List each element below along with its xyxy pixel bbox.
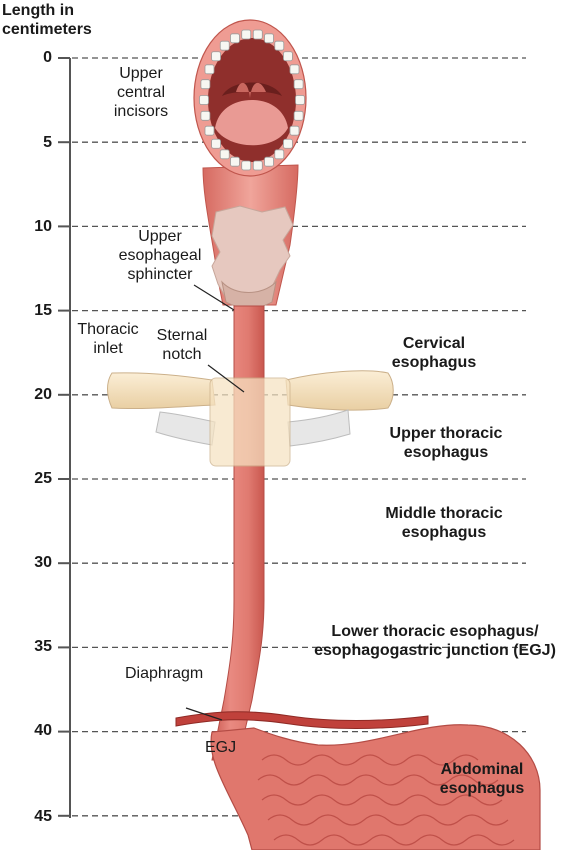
- tick-label: 45: [34, 808, 52, 825]
- segment-middle-thoracic-esophagus: Middle thoracic esophagus: [370, 504, 518, 542]
- sternum-manubrium: [209, 377, 291, 467]
- axis-title-line2: centimeters: [2, 21, 92, 38]
- tooth: [289, 125, 300, 136]
- tick-label: 5: [43, 134, 52, 151]
- tooth: [289, 64, 300, 75]
- label-line: notch: [162, 346, 202, 363]
- tooth: [211, 51, 221, 62]
- tooth: [219, 40, 230, 51]
- tick-label: 0: [43, 49, 52, 66]
- label-sternal-notch: Sternal notch: [146, 326, 218, 364]
- tooth: [264, 156, 274, 167]
- tooth: [230, 33, 240, 44]
- tooth: [274, 40, 285, 51]
- segment-line: Lower thoracic esophagus/: [331, 623, 539, 640]
- tooth: [211, 138, 221, 149]
- label-line: Sternal: [156, 327, 208, 344]
- label-line: esophageal: [118, 247, 202, 264]
- tooth: [230, 156, 240, 167]
- label-upper-esophageal-sphincter: Upper esophageal sphincter: [110, 227, 210, 284]
- label-line: Upper: [119, 65, 163, 82]
- segment-lower-thoracic-egj: Lower thoracic esophagus/ esophagogastri…: [304, 622, 566, 660]
- tooth: [241, 160, 252, 171]
- tooth: [283, 138, 293, 149]
- segment-line: Upper thoracic: [389, 425, 503, 442]
- tick-label: 20: [34, 386, 52, 403]
- label-line: inlet: [93, 340, 123, 357]
- gastric-rugae: [257, 754, 515, 846]
- segment-line: esophagogastric junction (EGJ): [314, 642, 556, 659]
- axis-title-line1: Length in: [2, 2, 74, 19]
- tick-label: 15: [34, 302, 52, 319]
- label-line: incisors: [113, 103, 169, 120]
- tooth: [293, 110, 304, 121]
- tick-label: 10: [34, 218, 52, 235]
- right-rib-cartilage: [287, 409, 351, 447]
- tooth: [200, 79, 211, 90]
- tooth: [204, 125, 215, 136]
- segment-line: Cervical: [402, 335, 466, 352]
- label-line: Thoracic: [77, 321, 139, 338]
- tooth: [241, 29, 252, 40]
- segment-line: esophagus: [401, 524, 487, 541]
- tooth: [219, 149, 230, 160]
- tooth: [274, 149, 285, 160]
- label-line: Upper: [138, 228, 182, 245]
- label-diaphragm: Diaphragm: [125, 665, 204, 682]
- tooth: [283, 51, 293, 62]
- right-clavicle: [285, 370, 394, 411]
- tooth: [200, 110, 211, 121]
- tick-label: 25: [34, 470, 52, 487]
- tick-label: 30: [34, 554, 52, 571]
- left-clavicle: [107, 372, 216, 410]
- label-line: central: [116, 84, 166, 101]
- tooth: [295, 95, 305, 105]
- tooth: [252, 29, 263, 40]
- axis-title: Length in centimeters: [2, 1, 92, 39]
- segment-line: esophagus: [391, 354, 477, 371]
- segment-cervical-esophagus: Cervical esophagus: [368, 334, 500, 372]
- label-thoracic-inlet: Thoracic inlet: [70, 320, 146, 358]
- segment-abdominal-esophagus: Abdominal esophagus: [426, 760, 538, 798]
- tick-label: 35: [34, 638, 52, 655]
- segment-upper-thoracic-esophagus: Upper thoracic esophagus: [376, 424, 516, 462]
- tooth: [293, 79, 304, 90]
- leader-lines: [185, 284, 245, 721]
- segment-line: Middle thoracic: [385, 505, 503, 522]
- tooth: [264, 33, 274, 44]
- axis-ticks: [58, 57, 70, 817]
- tooth: [204, 64, 215, 75]
- label-upper-central-incisors: Upper central incisors: [100, 64, 182, 121]
- left-rib-cartilage: [155, 411, 216, 446]
- stomach: [210, 724, 541, 850]
- segment-line: Abdominal: [440, 761, 524, 778]
- label-egj: EGJ: [205, 739, 237, 756]
- tick-label: 40: [34, 722, 52, 739]
- teeth: [199, 29, 305, 171]
- segment-line: esophagus: [403, 444, 489, 461]
- segment-line: esophagus: [439, 780, 525, 797]
- open-mouth: [193, 19, 307, 177]
- tooth: [252, 160, 263, 171]
- label-line: sphincter: [127, 266, 193, 283]
- tooth: [199, 95, 209, 105]
- diaphragm: [175, 711, 429, 729]
